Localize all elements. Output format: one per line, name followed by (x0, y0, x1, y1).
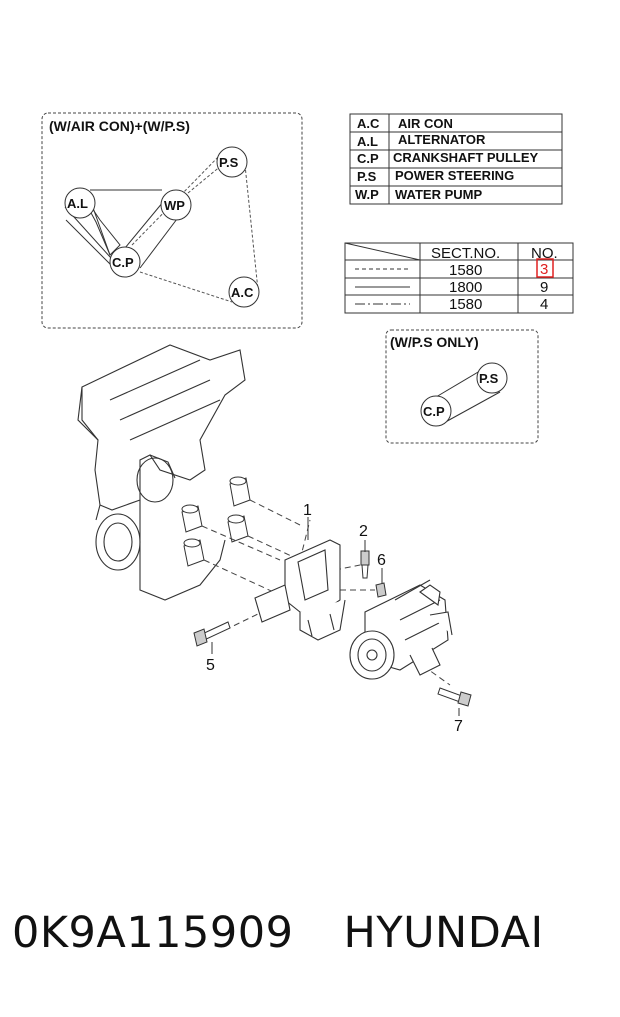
assembly-guide-lines (201, 499, 451, 686)
callouts (211, 517, 460, 716)
pulley-cp: C.P (109, 246, 141, 278)
belt-panel-ps: (W/P.S ONLY) P.S C.P (385, 329, 539, 444)
pulley-cp: C.P (420, 395, 452, 427)
ac-compressor (349, 579, 453, 680)
row-sect: 1580 (449, 262, 482, 279)
pulley-cp-label: C.P (112, 255, 134, 270)
legend-name: ALTERNATOR (398, 132, 486, 147)
bolt-6 (375, 582, 387, 598)
header-no: NO. (531, 245, 558, 262)
pulley-al: A.L (64, 187, 96, 219)
row-sect: 1800 (449, 279, 482, 296)
legend-abbr: C.P (357, 151, 379, 166)
bolt-2 (360, 550, 370, 579)
legend-abbr: A.C (357, 116, 380, 131)
pulley-ac-label: A.C (231, 285, 254, 300)
header-sect-no: SECT.NO. (431, 245, 500, 262)
pulley-ps-label: P.S (219, 155, 239, 170)
callout-2: 2 (359, 523, 368, 540)
belt-section-table: SECT.NO. NO. 1580 3 1800 9 1580 4 (344, 242, 574, 314)
pulley-ps: P.S (476, 362, 508, 394)
belt-panel-full: (W/AIR CON)+(W/P.S) A.L WP P.S C.P (41, 112, 303, 329)
belt-panel-full-title: (W/AIR CON)+(W/P.S) (49, 118, 190, 134)
row-no: 9 (540, 279, 548, 296)
highlight-box (536, 258, 554, 278)
legend-abbr: A.L (357, 134, 378, 149)
legend-table: A.C AIR CON A.L ALTERNATOR C.P CRANKSHAF… (349, 113, 563, 205)
pulley-wp-label: WP (164, 198, 185, 213)
pulley-ps: P.S (216, 146, 248, 178)
pulley-al-label: A.L (67, 196, 88, 211)
pulley-cp-label: C.P (423, 404, 445, 419)
legend-name: AIR CON (398, 116, 453, 131)
brand-name: HYUNDAI (343, 908, 544, 958)
legend-abbr: W.P (355, 187, 379, 202)
footer-caption: 0K9A115909 HYUNDAI (12, 908, 612, 968)
row-sect: 1580 (449, 296, 482, 313)
compressor-bracket (254, 539, 346, 641)
studs (181, 476, 251, 567)
legend-abbr: P.S (357, 169, 377, 184)
bolt-7 (437, 687, 472, 707)
legend-name: WATER PUMP (395, 187, 482, 202)
pulley-wp: WP (160, 189, 192, 221)
row-no-highlighted: 3 (540, 261, 548, 278)
belt-panel-ps-title: (W/P.S ONLY) (390, 334, 479, 350)
part-number: 0K9A115909 (12, 908, 294, 958)
callout-1: 1 (303, 502, 312, 519)
pulley-ps-label: P.S (479, 371, 499, 386)
engine-block (77, 344, 246, 601)
legend-name: POWER STEERING (395, 168, 514, 183)
row-no: 4 (540, 296, 548, 313)
callout-5: 5 (206, 657, 215, 674)
callout-7: 7 (454, 718, 463, 735)
legend-name: CRANKSHAFT PULLEY (393, 150, 538, 165)
bolt-5 (193, 621, 231, 647)
pulley-ac: A.C (228, 276, 260, 308)
callout-6: 6 (377, 552, 386, 569)
